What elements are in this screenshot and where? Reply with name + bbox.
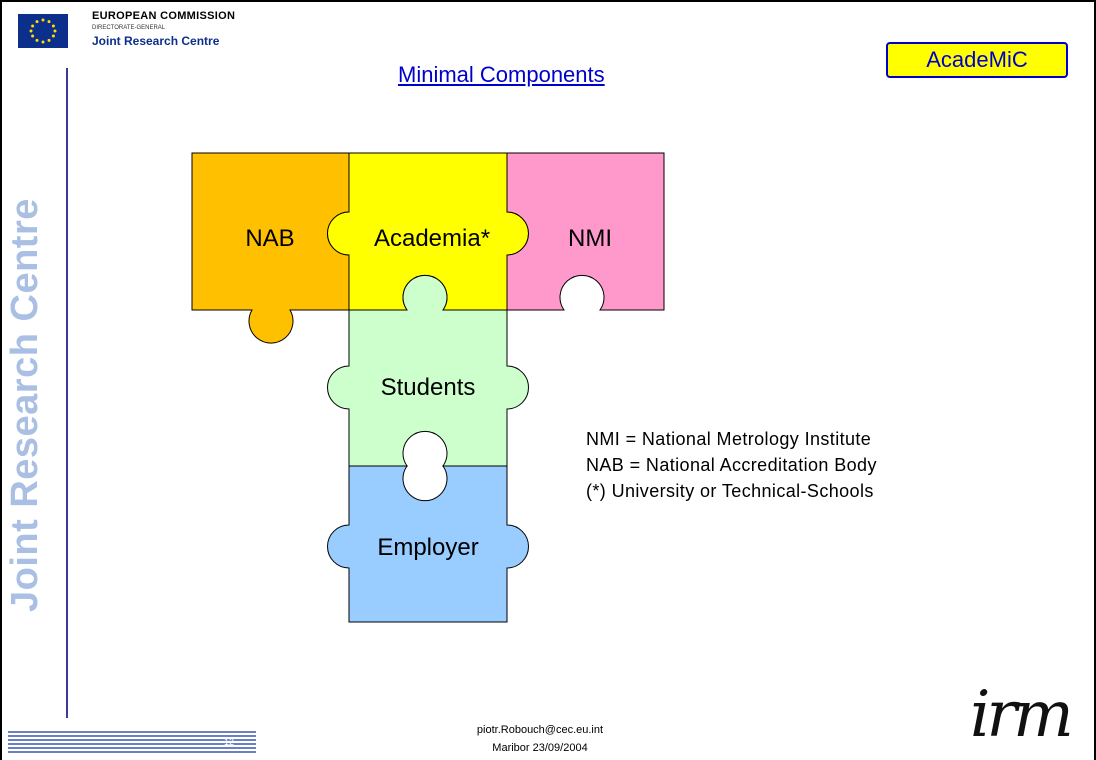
legend-item: NMI = National Metrology Institute — [586, 429, 872, 449]
org-title: EUROPEAN COMMISSION — [92, 10, 236, 22]
academic-badge: AcadeMiC — [886, 42, 1068, 78]
page-number: 12 — [224, 737, 235, 747]
nab-label: NAB — [245, 225, 294, 252]
org-unit: Joint Research Centre — [92, 34, 220, 48]
employer-label: Employer — [377, 534, 478, 561]
footer-event: Maribor 23/09/2004 — [492, 742, 588, 754]
irm-logo: irm — [970, 678, 1074, 752]
academic-badge-label: AcadeMiC — [926, 47, 1028, 72]
eu-flag-logo — [18, 14, 68, 48]
legend: NMI = National Metrology Institute NAB =… — [586, 426, 877, 504]
academia-label: Academia* — [374, 225, 490, 252]
legend-item: (*) University or Technical-Schools — [586, 481, 874, 501]
puzzle-piece-nmi — [506, 152, 665, 311]
slide-title: Minimal Components — [398, 62, 605, 87]
side-divider — [66, 68, 68, 718]
nmi-label: NMI — [568, 225, 612, 252]
footer-email: piotr.Robouch@cec.eu.int — [476, 724, 604, 736]
students-label: Students — [381, 374, 476, 401]
footer-stripes — [8, 730, 256, 754]
org-subtitle: DIRECTORATE-GENERAL — [92, 25, 166, 31]
legend-item: NAB = National Accreditation Body — [586, 455, 877, 475]
puzzle-piece-employer — [327, 465, 529, 623]
